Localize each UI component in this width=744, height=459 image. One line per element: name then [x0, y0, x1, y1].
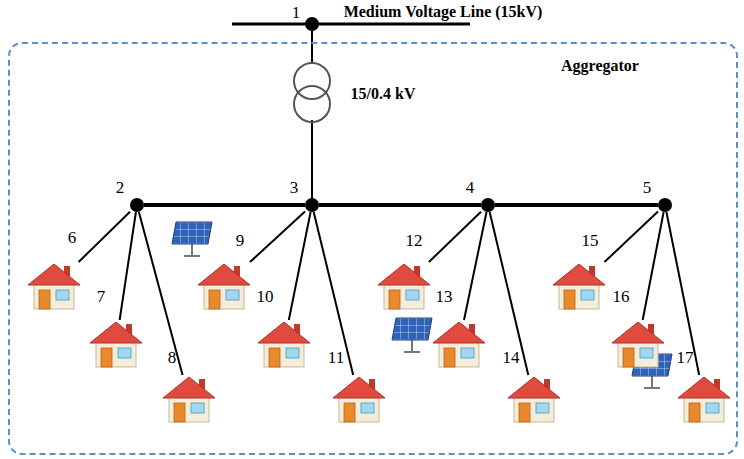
node-number: 9 [236, 232, 245, 251]
aggregator-region: Aggregator234567891011121314151617 [8, 42, 738, 455]
feeder-line [490, 212, 529, 375]
pv-panel [392, 318, 432, 352]
house-node: 7 [90, 320, 142, 368]
node-number: 6 [68, 229, 77, 248]
bus-node: 5 [658, 198, 672, 212]
feeder-line [289, 212, 311, 320]
house-node: 8 [163, 375, 215, 423]
feeder-line [604, 212, 658, 262]
house-icon [433, 320, 485, 368]
bus-bar [319, 203, 481, 207]
node-number: 14 [503, 349, 520, 368]
feeder-line [314, 212, 353, 375]
node-number: 15 [582, 232, 599, 251]
feeder-line [464, 212, 487, 320]
feeder-line [643, 212, 664, 320]
feeder-line [250, 211, 305, 262]
node-number: 5 [643, 179, 652, 198]
house-icon [198, 262, 250, 310]
transformer-symbol [294, 63, 330, 122]
node-number: 3 [290, 179, 299, 198]
house-node: 9 [198, 262, 250, 310]
node-number: 4 [466, 179, 475, 198]
house-node: 14 [508, 375, 560, 423]
house-icon [258, 320, 310, 368]
bus-bar [144, 203, 305, 207]
house-icon [508, 375, 560, 423]
house-icon [553, 262, 605, 310]
node-number: 13 [436, 288, 453, 307]
node-number: 1 [292, 4, 301, 23]
line-label: 15/0.4 kV [351, 85, 416, 103]
bus-node: 3 [305, 198, 319, 212]
node-number: 11 [328, 349, 344, 368]
house-node: 13 [433, 320, 485, 368]
bus-node: 2 [130, 198, 144, 212]
house-node: 17 [678, 375, 730, 423]
feeder-line [666, 212, 699, 375]
house-icon [163, 375, 215, 423]
feeder-line [120, 212, 136, 320]
medium-voltage-line [232, 23, 470, 26]
house-node: 11 [333, 375, 385, 423]
house-icon [28, 262, 80, 310]
house-icon [378, 262, 430, 310]
house-node: 10 [258, 320, 310, 368]
house-node: 16 [612, 320, 664, 368]
node-number: 17 [677, 349, 694, 368]
house-node: 15 [553, 262, 605, 310]
house-icon [678, 375, 730, 423]
node-number: 12 [406, 232, 423, 251]
house-icon [612, 320, 664, 368]
bus-bar [495, 203, 658, 207]
line-label: Medium Voltage Line (15kV) [344, 3, 543, 21]
house-icon [333, 375, 385, 423]
node-number: 16 [613, 288, 630, 307]
node-number: 7 [97, 288, 106, 307]
house-node: 12 [378, 262, 430, 310]
house-icon [90, 320, 142, 368]
bus-node: 1 [305, 17, 319, 31]
node-number: 8 [168, 349, 177, 368]
pv-panel [172, 222, 212, 256]
node-number: 2 [116, 179, 125, 198]
house-node: 6 [28, 262, 80, 310]
node-number: 10 [257, 288, 274, 307]
region-title: Aggregator [561, 57, 639, 75]
feeder-line [429, 212, 481, 262]
bus-node: 4 [481, 198, 495, 212]
feeder-line [79, 212, 130, 262]
